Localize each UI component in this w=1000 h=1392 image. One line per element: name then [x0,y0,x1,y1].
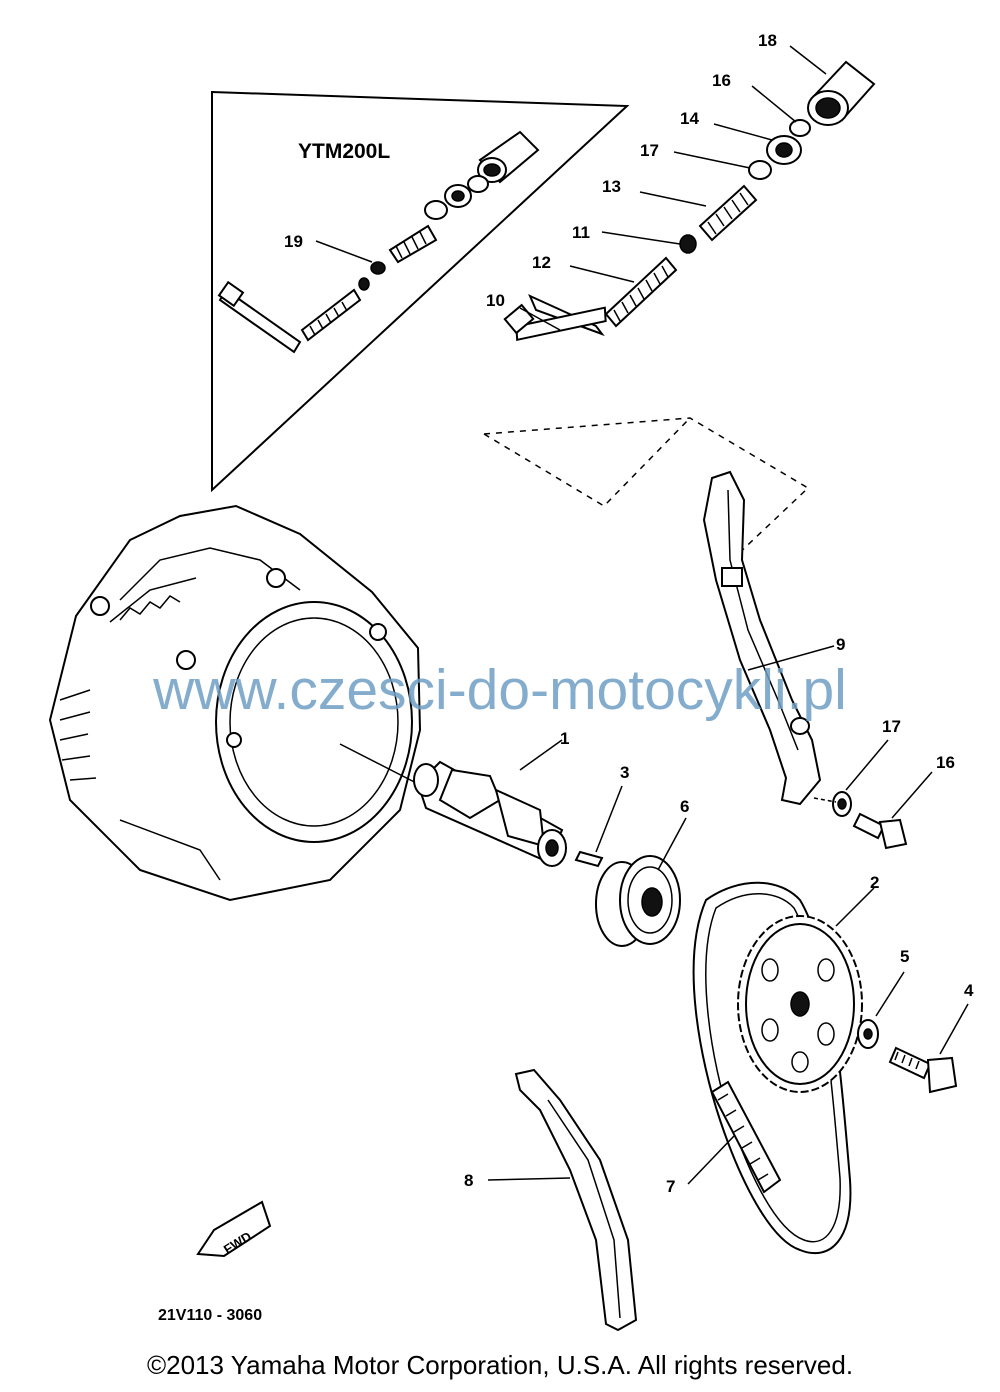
part-3-pin: 3 [574,763,629,868]
leader-10 [519,307,561,331]
variant-inset: YTM200L 19 [211,90,630,493]
leader-15-upper [751,85,797,123]
inset-spring-inner [300,288,362,342]
inset-small-ring [358,277,370,291]
leader-6 [657,817,687,871]
callout-11: 11 [572,223,590,242]
leader-14 [713,123,773,141]
leader-13 [639,191,707,207]
inset-ring-19 [370,261,386,275]
leader-5 [875,971,905,1017]
part-10-rod [503,294,607,342]
callout-14: 14 [680,109,699,128]
inset-o-ring [467,175,489,193]
cylinder-head [48,504,431,902]
callout-12: 12 [532,253,551,272]
leader-19 [315,240,373,263]
leader-18 [845,739,889,791]
diagram-part-code: 21V110 - 3060 [158,1307,262,1324]
part-9-tensioner-guide: 9 [702,470,845,806]
callout-1: 1 [560,729,569,748]
part-6-bearing: 6 [595,797,689,947]
inset-title: YTM200L [298,140,390,163]
leader-17 [891,771,933,819]
part-15-o-ring-upper [789,119,811,137]
cylinder-bore [215,601,413,843]
part-12-spring [604,256,678,328]
callout-8: 8 [464,1171,473,1190]
callout-7: 7 [666,1177,675,1196]
cam-chain-loop [692,881,852,1255]
part-2-sprocket: 2 [737,873,879,1093]
leader-12 [569,265,635,283]
inset-washer [444,184,472,208]
leader-1 [519,739,563,771]
leader-15-lower [673,151,751,169]
callout-10: 10 [486,291,505,310]
part-1-camshaft: 1 [413,729,569,867]
callout-2: 2 [870,873,879,892]
callout-15-upper: 16 [712,71,731,90]
leader-4 [939,1003,969,1055]
inset-cap-nut [477,130,540,184]
tensioner-mount-indicator [483,417,810,559]
part-7-cam-chain: 7 [666,1080,782,1196]
part-17-bolt: 16 [852,753,955,850]
part-14-washer [766,135,802,165]
part-16-cap-nut [807,60,876,126]
callout-19: 19 [284,232,303,251]
callout-17: 16 [936,753,955,772]
callout-5: 5 [900,947,909,966]
callout-9: 9 [836,635,845,654]
leader-11 [601,231,681,245]
part-5-washer: 5 [857,947,909,1049]
part-18-washer: 17 [813,717,901,817]
leader-16 [789,45,827,75]
inset-rod [217,280,302,354]
inset-seal [424,200,448,220]
leader-9 [747,645,835,671]
callout-3: 3 [620,763,629,782]
callout-18: 17 [882,717,901,736]
callout-15-lower: 17 [640,141,659,160]
leader-8 [487,1177,571,1181]
callout-4: 4 [964,981,974,1000]
part-8-chain-guide: 8 [464,1068,638,1332]
leader-2 [835,887,875,927]
part-13-spring [698,184,758,242]
callout-13: 13 [602,177,621,196]
watermark-url: www.czesci-do-motocykli.pl [153,658,847,722]
part-15-o-ring-lower [748,160,772,180]
part-4-bolt: 4 [888,981,974,1094]
tensioner-assembly: 18 16 14 17 13 11 12 10 [483,31,876,559]
inset-spring-outer [388,224,438,264]
part-11-ring [679,234,697,254]
callout-16: 18 [758,31,777,50]
copyright-notice: ©2013 Yamaha Motor Corporation, U.S.A. A… [146,1350,854,1380]
leader-7 [687,1135,735,1185]
callout-6: 6 [680,797,689,816]
fwd-arrow-icon: FWD [196,1200,272,1257]
leader-3 [595,785,623,853]
